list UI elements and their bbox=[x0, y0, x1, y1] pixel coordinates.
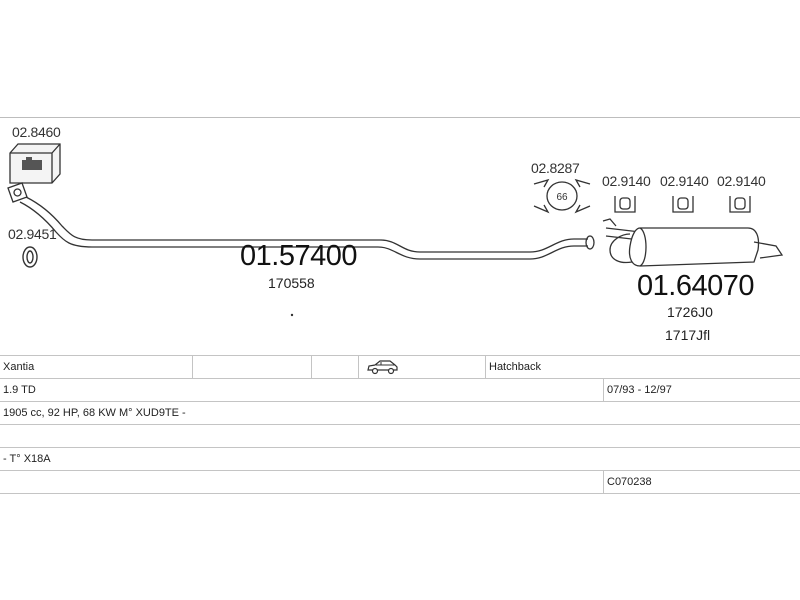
model-cell: Xantia bbox=[0, 355, 193, 379]
part-label-clamp: 02.8287 bbox=[531, 160, 580, 176]
empty-cell bbox=[192, 355, 312, 379]
vehicle-spec-table: Xantia Hatchback 1.9 TD 07/93 - 12/97 19… bbox=[0, 355, 800, 494]
empty-row bbox=[0, 424, 800, 448]
code-cell: C070238 bbox=[603, 470, 800, 494]
rear-silencer-ref-1: 1726J0 bbox=[667, 304, 713, 320]
clamp-icon bbox=[533, 178, 591, 214]
body-type-cell: Hatchback bbox=[485, 355, 800, 379]
table-row: - T° X18A bbox=[0, 447, 800, 471]
top-divider bbox=[0, 117, 800, 118]
part-label-gasket: 02.9451 bbox=[8, 226, 57, 242]
empty-cell bbox=[311, 355, 359, 379]
table-row: 1905 cc, 92 HP, 68 KW M° XUD9TE - bbox=[0, 401, 800, 425]
hatchback-car-icon bbox=[367, 360, 398, 375]
flange-icon bbox=[7, 182, 28, 203]
car-icon-cell bbox=[358, 355, 486, 379]
front-pipe-icon bbox=[19, 196, 595, 260]
part-label-kit: 02.8460 bbox=[12, 124, 61, 140]
part-label-hanger-3: 02.9140 bbox=[717, 173, 766, 189]
hanger-icon-1 bbox=[614, 196, 636, 213]
rear-silencer-number: 01.64070 bbox=[637, 270, 754, 302]
engine-cell: 1.9 TD bbox=[0, 378, 604, 402]
years-cell: 07/93 - 12/97 bbox=[603, 378, 800, 402]
empty-cell bbox=[0, 470, 604, 494]
hanger-icon-3 bbox=[729, 196, 751, 213]
type-line-cell: - T° X18A bbox=[0, 447, 800, 471]
front-pipe-ref: 170558 bbox=[268, 275, 315, 291]
spec-line-cell: 1905 cc, 92 HP, 68 KW M° XUD9TE - bbox=[0, 401, 800, 425]
table-row: Xantia Hatchback bbox=[0, 355, 800, 379]
dot-mark bbox=[290, 313, 294, 317]
hanger-icon-2 bbox=[672, 196, 694, 213]
front-pipe-number: 01.57400 bbox=[240, 240, 357, 272]
gasket-ring-icon bbox=[22, 246, 38, 268]
table-row bbox=[0, 424, 800, 448]
exhaust-diagram: 66 bbox=[7, 143, 784, 317]
part-label-hanger-1: 02.9140 bbox=[602, 173, 651, 189]
exhaust-kit-box-icon bbox=[9, 143, 61, 184]
rear-silencer-icon bbox=[602, 218, 784, 267]
clamp-size-label: 66 bbox=[556, 192, 568, 203]
table-row: C070238 bbox=[0, 470, 800, 494]
table-row: 1.9 TD 07/93 - 12/97 bbox=[0, 378, 800, 402]
part-label-hanger-2: 02.9140 bbox=[660, 173, 709, 189]
rear-silencer-ref-2: 1717Jfl bbox=[665, 327, 711, 343]
